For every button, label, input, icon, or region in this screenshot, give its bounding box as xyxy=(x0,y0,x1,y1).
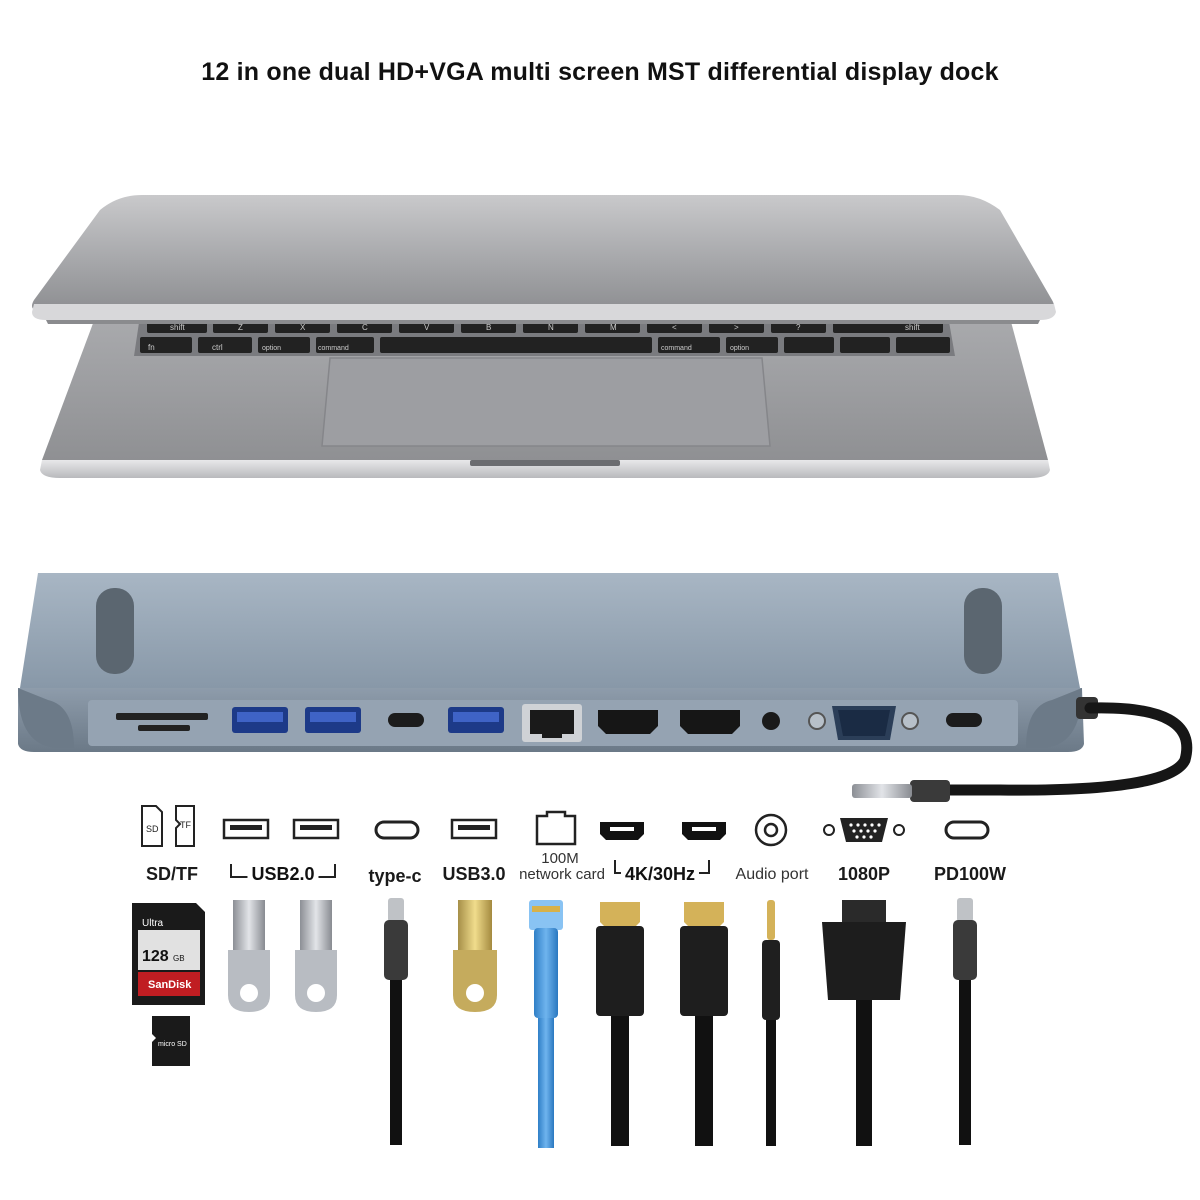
usb-icon xyxy=(292,818,340,840)
usb-port xyxy=(305,707,361,733)
key-label: C xyxy=(362,323,368,332)
key-label: option xyxy=(730,345,749,352)
typec-cable xyxy=(384,898,408,1145)
label-network-speed: 100M xyxy=(541,850,579,867)
micro-sd-card: micro SD xyxy=(152,1016,190,1066)
sd-slot xyxy=(116,713,208,720)
key-label: shift xyxy=(170,323,185,332)
pd-typec-cable xyxy=(953,898,977,1145)
label-vga: 1080P xyxy=(837,864,891,884)
ethernet-icon xyxy=(535,810,577,846)
key-label: command xyxy=(318,345,349,352)
label-usb2: USB2.0 xyxy=(247,864,319,885)
key-label: < xyxy=(672,323,677,332)
docking-station xyxy=(18,573,1193,802)
sd-brand: SanDisk xyxy=(148,979,192,991)
key-label: fn xyxy=(148,343,155,352)
typec-icon xyxy=(374,820,420,840)
ethernet-port xyxy=(522,704,582,742)
usb-port xyxy=(232,707,288,733)
key-label: > xyxy=(734,323,739,332)
key-label: ctrl xyxy=(212,343,223,352)
usb-flash-drive xyxy=(228,900,270,1012)
icon-row: SD TF xyxy=(141,805,990,847)
sd-brand-top: Ultra xyxy=(142,918,164,929)
vga-cable xyxy=(822,900,906,1146)
hdmi-cable xyxy=(596,902,644,1146)
vga-port xyxy=(808,706,919,740)
label-typec: type-c xyxy=(368,866,422,886)
label-hdmi: 4K/30Hz xyxy=(620,864,700,885)
laptop: shift Z X C V B N M < > ? shift fn ctrl xyxy=(32,195,1056,478)
hdmi-port xyxy=(598,710,658,734)
key-label: Z xyxy=(238,323,243,332)
tf-card-icon: TF xyxy=(175,805,195,847)
key-label: M xyxy=(610,323,617,332)
typec-port xyxy=(388,713,424,727)
tf-slot xyxy=(138,725,190,731)
pd-typec-icon xyxy=(944,820,990,840)
label-audio: Audio port xyxy=(735,866,809,883)
usb-icon xyxy=(450,818,498,840)
usb-flash-drive xyxy=(295,900,337,1012)
sd-card-icon: SD xyxy=(141,805,163,847)
ethernet-cable xyxy=(529,900,563,1148)
devices-row: Ultra 128 GB SanDisk micro SD xyxy=(132,898,977,1148)
key-label: V xyxy=(424,323,430,332)
key-label: N xyxy=(548,323,554,332)
label-network: network card xyxy=(519,866,605,883)
hdmi-icon xyxy=(600,822,644,840)
key-label: command xyxy=(661,345,692,352)
sd-icon-label: SD xyxy=(146,824,159,834)
key-label: B xyxy=(486,323,491,332)
audio-icon xyxy=(754,813,788,847)
audio-port xyxy=(762,712,780,730)
label-sd-tf: SD/TF xyxy=(146,864,198,884)
label-pd: PD100W xyxy=(933,864,1007,884)
label-usb3: USB3.0 xyxy=(442,864,506,884)
sd-card: Ultra 128 GB SanDisk xyxy=(132,903,205,1005)
page-title: 12 in one dual HD+VGA multi screen MST d… xyxy=(201,58,999,86)
hdmi-icon xyxy=(682,822,726,840)
key-label: shift xyxy=(905,323,920,332)
usb-port xyxy=(448,707,504,733)
key-label: option xyxy=(262,345,281,352)
audio-cable xyxy=(762,900,780,1146)
micro-sd-brand: micro SD xyxy=(158,1041,187,1048)
vga-icon xyxy=(823,818,905,842)
key-label: ? xyxy=(796,323,801,332)
tf-icon-label: TF xyxy=(180,820,191,830)
key-label: X xyxy=(300,323,306,332)
sd-capacity: 128 xyxy=(142,948,169,965)
hdmi-cable xyxy=(680,902,728,1146)
usb-icon xyxy=(222,818,270,840)
hdmi-port xyxy=(680,710,740,734)
usb-flash-drive-gold xyxy=(453,900,497,1012)
pd-port xyxy=(946,713,982,727)
sd-unit: GB xyxy=(173,954,185,963)
